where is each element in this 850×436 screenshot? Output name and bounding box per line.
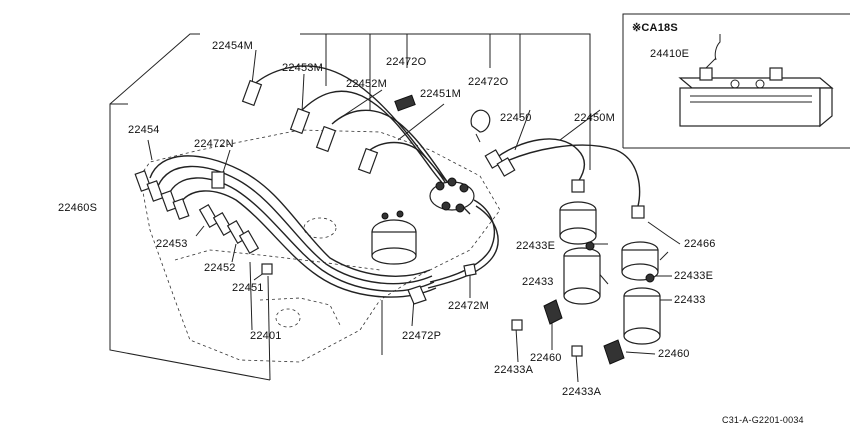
ignition-coil-2 bbox=[571, 241, 661, 365]
part-label-22453m[interactable]: 22453M bbox=[282, 62, 323, 74]
part-label-22453[interactable]: 22453 bbox=[156, 238, 188, 250]
part-label-22460-b[interactable]: 22460 bbox=[658, 348, 690, 360]
part-label-22466[interactable]: 22466 bbox=[684, 238, 716, 250]
wire-clips-bottom bbox=[407, 263, 477, 305]
part-label-22452m[interactable]: 22452M bbox=[346, 78, 387, 90]
part-label-22433e-a[interactable]: 22433E bbox=[516, 240, 556, 252]
plug-wires-left bbox=[134, 155, 437, 298]
ignition-coil-1 bbox=[511, 201, 601, 331]
part-label-22472o-b[interactable]: 22472O bbox=[468, 76, 509, 88]
part-label-22433-a[interactable]: 22433 bbox=[522, 276, 554, 288]
part-label-22460s[interactable]: 22460S bbox=[58, 202, 98, 214]
part-label-22433a-a[interactable]: 22433A bbox=[494, 364, 534, 376]
part-label-22460-a[interactable]: 22460 bbox=[530, 352, 562, 364]
battery-inset bbox=[622, 13, 850, 149]
part-label-22472n[interactable]: 22472N bbox=[194, 138, 234, 150]
plug-wires-top bbox=[241, 65, 499, 289]
inset-title: ※CA18S bbox=[632, 22, 678, 34]
distributor-cap bbox=[427, 177, 499, 289]
part-label-22472o-a[interactable]: 22472O bbox=[386, 56, 427, 68]
wire-clip bbox=[470, 109, 491, 143]
part-label-22450m[interactable]: 22450M bbox=[574, 112, 615, 124]
diagram-reference-code: C31-A-G2201-0034 bbox=[722, 415, 804, 425]
engine-block bbox=[139, 129, 501, 363]
part-label-22452[interactable]: 22452 bbox=[204, 262, 236, 274]
coil-leads bbox=[484, 138, 645, 219]
part-label-22450[interactable]: 22450 bbox=[500, 112, 532, 124]
part-label-24410e[interactable]: 24410E bbox=[650, 48, 690, 60]
part-label-22472m[interactable]: 22472M bbox=[448, 300, 489, 312]
wire-clip bbox=[394, 94, 416, 112]
part-label-22454[interactable]: 22454 bbox=[128, 124, 160, 136]
part-label-22433e-b[interactable]: 22433E bbox=[674, 270, 714, 282]
part-label-22433-b[interactable]: 22433 bbox=[674, 294, 706, 306]
battery-icon bbox=[678, 34, 834, 128]
part-label-22401[interactable]: 22401 bbox=[250, 330, 282, 342]
part-label-22433a-b[interactable]: 22433A bbox=[562, 386, 602, 398]
part-label-22472p[interactable]: 22472P bbox=[402, 330, 442, 342]
part-label-22454m[interactable]: 22454M bbox=[212, 40, 253, 52]
distributor bbox=[371, 210, 417, 265]
part-label-22451m[interactable]: 22451M bbox=[420, 88, 461, 100]
part-label-22451[interactable]: 22451 bbox=[232, 282, 264, 294]
